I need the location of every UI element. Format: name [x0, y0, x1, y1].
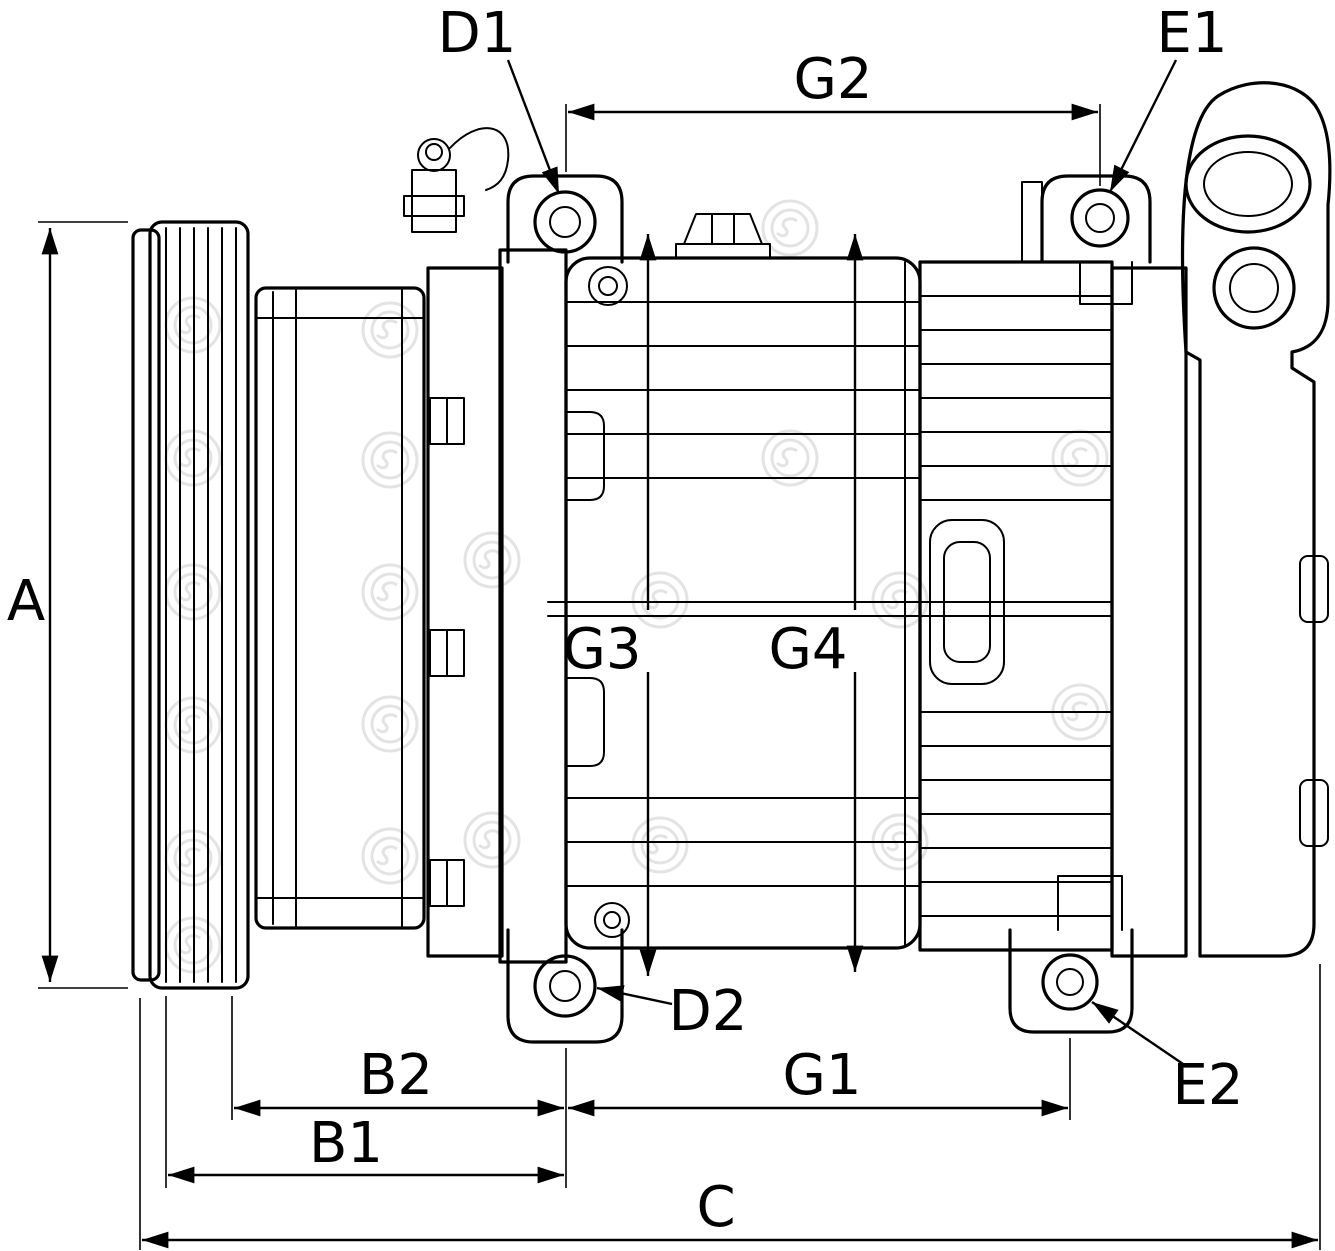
- leader-d1: [506, 59, 561, 195]
- dim-label-g3: G3: [562, 617, 641, 682]
- watermark-pattern: [164, 199, 1109, 974]
- dimension-annotations: A D1 E1 G2 G3 G4 D2 E2 B2 B1 G1 C: [7, 1, 1321, 1250]
- dim-label-e1: E1: [1156, 1, 1227, 66]
- leader-e2: [1091, 1001, 1187, 1067]
- clutch-rotor: [254, 286, 426, 930]
- dim-label-g1: G1: [782, 1043, 861, 1108]
- rear-bottom-mount-lug: [1008, 875, 1134, 1034]
- leader-d2: [596, 985, 673, 1006]
- front-bottom-mount-lug: [506, 902, 630, 1044]
- dim-label-e2: E2: [1172, 1053, 1243, 1118]
- compressor-drawing: [131, 81, 1332, 1044]
- dim-label-d1: D1: [438, 1, 517, 66]
- front-top-mount-lug: [506, 174, 628, 306]
- dim-label-g4: G4: [768, 617, 847, 682]
- pressure-relief-fitting: [403, 127, 510, 233]
- extension-lines: [38, 104, 1321, 1250]
- pulley: [131, 220, 250, 990]
- dim-label-g2: G2: [793, 47, 872, 112]
- front-housing: [426, 248, 605, 964]
- dim-label-a: A: [7, 569, 45, 634]
- dim-label-b1: B1: [309, 1111, 383, 1176]
- dim-label-d2: D2: [669, 979, 748, 1044]
- dim-label-b2: B2: [359, 1043, 433, 1108]
- leader-e1: [1108, 59, 1178, 193]
- rear-body: [918, 260, 1114, 952]
- cylinder-head-manifold: [1110, 81, 1332, 958]
- rear-top-mount-lug: [1021, 174, 1152, 305]
- dim-label-c: C: [696, 1175, 735, 1240]
